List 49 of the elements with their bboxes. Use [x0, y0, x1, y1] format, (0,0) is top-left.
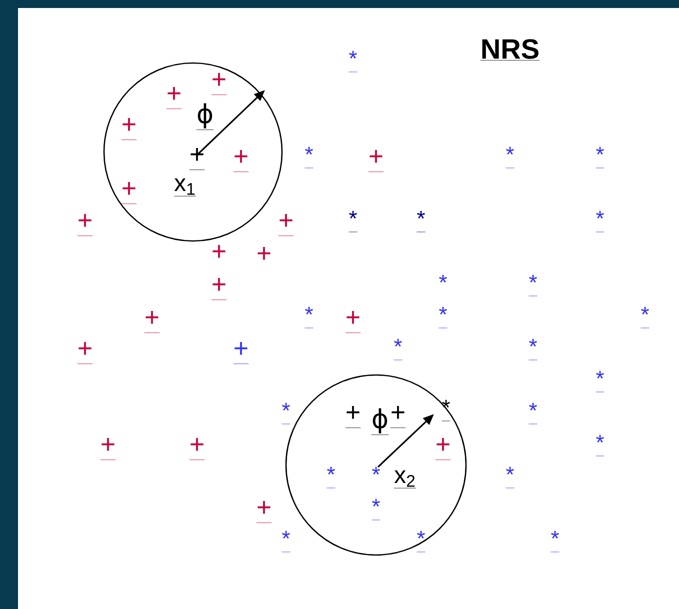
- data-point: *: [326, 466, 336, 488]
- centre-point: +: [189, 148, 205, 170]
- data-point: *: [372, 498, 380, 520]
- data-point: +: [189, 438, 205, 460]
- centre-point: +: [390, 406, 406, 428]
- data-point: +: [77, 342, 93, 364]
- data-point: *: [596, 210, 604, 232]
- data-point: +: [144, 310, 160, 333]
- data-point: +: [368, 150, 384, 172]
- data-point: +: [233, 342, 249, 364]
- data-point: +: [256, 500, 272, 523]
- point-label: x$_{2}$: [394, 470, 416, 488]
- data-point: *: [640, 306, 650, 328]
- data-point: *: [304, 306, 314, 328]
- title: NRS: [480, 39, 540, 60]
- data-point: *: [416, 210, 426, 232]
- point-label: x$_{1}$: [174, 178, 196, 196]
- data-point: +: [233, 150, 249, 172]
- data-point: *: [416, 530, 426, 552]
- data-point: *: [282, 402, 290, 424]
- data-point: *: [528, 274, 538, 296]
- data-point: *: [348, 210, 358, 232]
- data-point: *: [442, 400, 450, 422]
- data-point: *: [348, 50, 358, 72]
- data-point: *: [506, 466, 514, 488]
- data-point: *: [282, 530, 290, 552]
- data-point: *: [439, 274, 447, 283]
- data-point: *: [528, 402, 538, 424]
- centre-point: +: [345, 406, 361, 428]
- data-point: *: [394, 338, 402, 360]
- data-point: +: [211, 72, 227, 95]
- data-point: *: [528, 338, 538, 360]
- data-point: *: [550, 530, 560, 552]
- data-point: *: [506, 146, 514, 168]
- data-point: *: [304, 146, 314, 168]
- data-point: +: [121, 118, 137, 140]
- data-point: +: [100, 438, 116, 460]
- data-point: +: [121, 182, 137, 204]
- data-point: *: [438, 306, 448, 328]
- data-point: +: [166, 86, 182, 109]
- data-point: *: [596, 146, 604, 168]
- data-point: *: [372, 466, 380, 475]
- data-point: +: [345, 310, 361, 333]
- data-point: +: [77, 214, 93, 236]
- data-point: *: [596, 434, 604, 456]
- data-point: +: [435, 438, 451, 460]
- data-point: +: [278, 214, 294, 236]
- data-point: +: [211, 278, 227, 300]
- data-point: *: [596, 370, 604, 392]
